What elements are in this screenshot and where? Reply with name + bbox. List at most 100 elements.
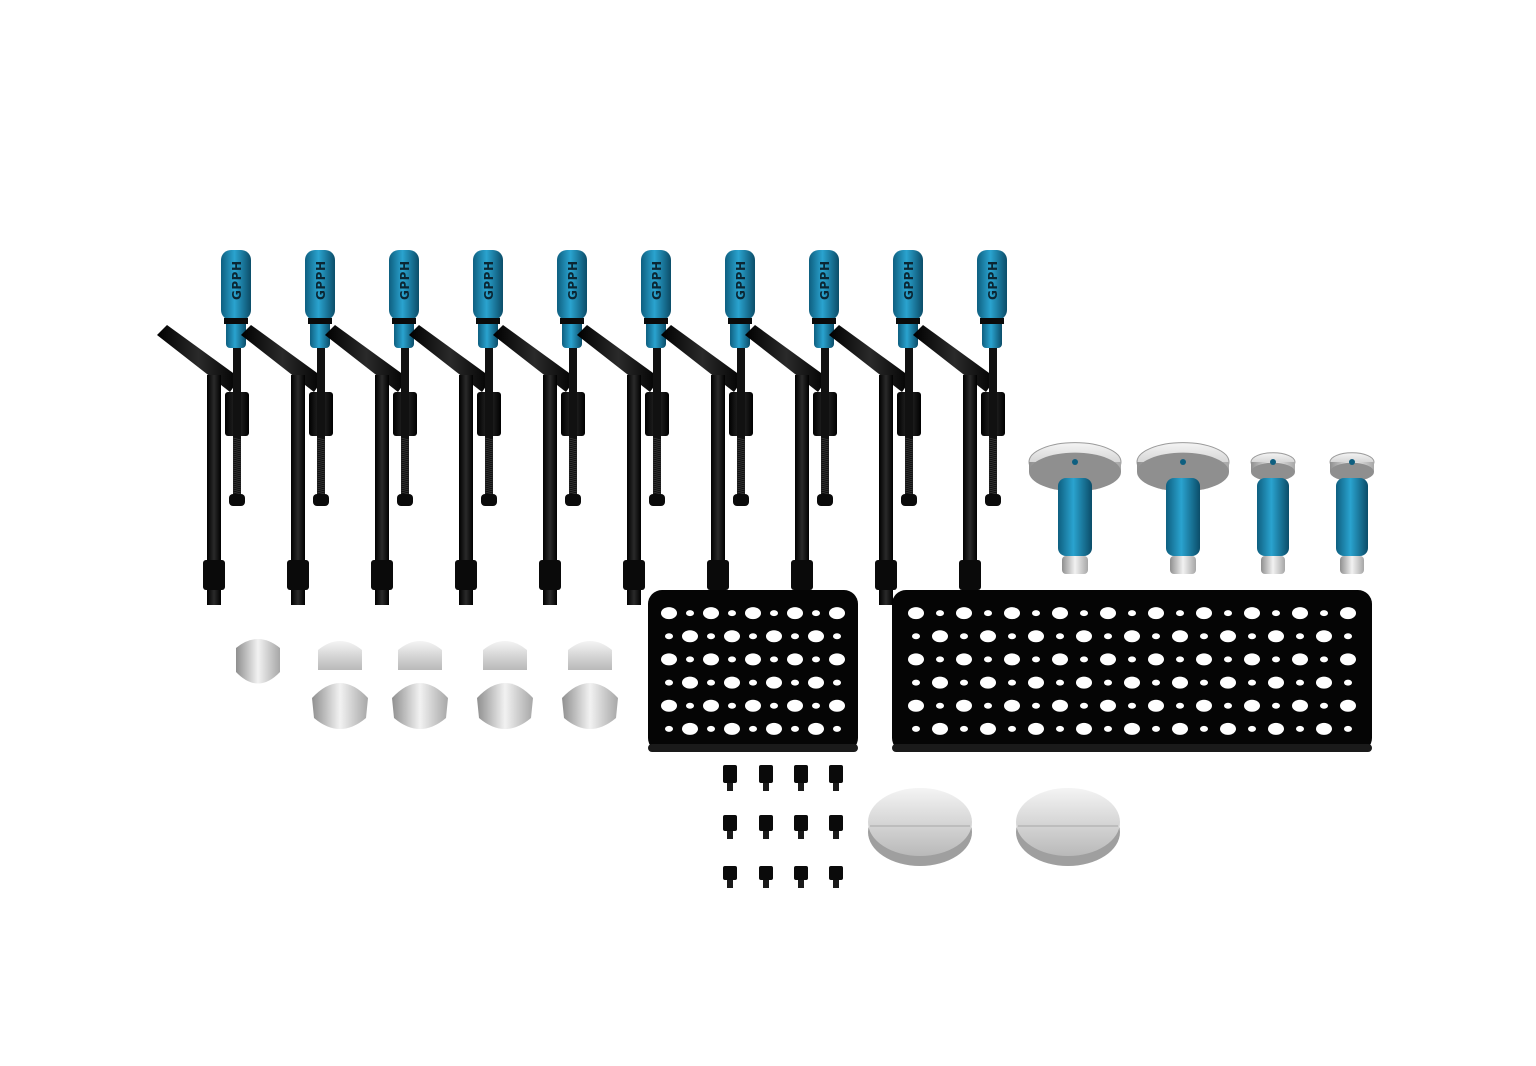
plate-hole xyxy=(1104,679,1112,686)
thread-line xyxy=(736,453,746,457)
thread-line xyxy=(400,491,410,495)
pin-sleeve xyxy=(1058,478,1092,556)
thread-line xyxy=(736,441,746,445)
plate-hole xyxy=(908,607,924,620)
thread-line xyxy=(904,441,914,445)
thread-line xyxy=(484,451,494,455)
plate-hole xyxy=(1268,630,1284,643)
thread-line xyxy=(652,441,662,445)
thread-line xyxy=(316,471,326,475)
plate-hole xyxy=(1200,633,1208,640)
thread-line xyxy=(652,469,662,473)
thread-line xyxy=(736,457,746,461)
pin-tip xyxy=(1062,556,1088,574)
thread-line xyxy=(652,463,662,467)
plate-hole xyxy=(932,722,948,735)
thread-line xyxy=(316,479,326,483)
clamp-post-collar xyxy=(287,560,309,590)
plate-hole xyxy=(1028,676,1044,689)
thread-line xyxy=(316,473,326,477)
thread-line xyxy=(820,473,830,477)
clamp-handle xyxy=(221,250,251,320)
thread-line xyxy=(316,445,326,449)
plate-hole xyxy=(1344,725,1352,732)
thread-line xyxy=(400,485,410,489)
thread-line xyxy=(232,485,242,489)
clamp-handle-ring xyxy=(476,318,500,324)
plate-hole xyxy=(1316,722,1332,735)
thread-line xyxy=(904,453,914,457)
plate-hole xyxy=(766,722,782,735)
thread-line xyxy=(484,485,494,489)
welding-clamp: GPPH xyxy=(661,250,755,605)
clamp-screw xyxy=(317,340,325,495)
clamp-handle xyxy=(641,250,671,320)
socket-bolt xyxy=(759,765,773,791)
thread-line xyxy=(652,483,662,487)
thread-line xyxy=(400,487,410,491)
plate-hole xyxy=(686,702,694,709)
thread-line xyxy=(568,443,578,447)
plate-hole xyxy=(956,653,972,666)
clamp-post xyxy=(627,375,641,605)
thread-line xyxy=(400,447,410,451)
welding-clamp: GPPH xyxy=(829,250,923,605)
thread-line xyxy=(820,441,830,445)
plate-hole xyxy=(1176,656,1184,663)
thread-line xyxy=(484,455,494,459)
plate-hole xyxy=(1268,722,1284,735)
thread-line xyxy=(736,479,746,483)
thread-line xyxy=(316,441,326,445)
socket-bolt xyxy=(794,815,808,839)
pin-sleeve xyxy=(1336,478,1368,556)
thread-line xyxy=(736,465,746,469)
thread-line xyxy=(400,471,410,475)
thread-line xyxy=(484,463,494,467)
clamp-foot xyxy=(313,494,329,506)
plate-hole xyxy=(1176,702,1184,709)
plate-hole xyxy=(707,679,715,686)
thread-line xyxy=(988,469,998,473)
clamp-post-collar xyxy=(539,560,561,590)
plate-hole xyxy=(1032,656,1040,663)
prism-block xyxy=(477,641,533,729)
thread-line xyxy=(988,449,998,453)
thread-line xyxy=(904,485,914,489)
plate-hole xyxy=(1320,702,1328,709)
clamp-post-collar xyxy=(959,560,981,590)
thread-line xyxy=(904,461,914,465)
thread-line xyxy=(484,439,494,443)
clamp-post-collar xyxy=(623,560,645,590)
plate-hole xyxy=(1200,679,1208,686)
clamp-post xyxy=(795,375,809,605)
plate-hole xyxy=(829,607,845,620)
clamp-foot xyxy=(649,494,665,506)
plate-hole xyxy=(829,653,845,666)
thread-line xyxy=(820,447,830,451)
clamp-screw xyxy=(737,340,745,495)
thread-line xyxy=(904,467,914,471)
plate-hole xyxy=(766,676,782,689)
plate-hole xyxy=(908,653,924,666)
plate-hole xyxy=(1008,679,1016,686)
thread-line xyxy=(316,489,326,493)
thread-line xyxy=(232,469,242,473)
thread-line xyxy=(820,439,830,443)
pin-head-shadow xyxy=(1251,462,1295,482)
thread-line xyxy=(232,439,242,443)
thread-line xyxy=(484,487,494,491)
clamp-foot xyxy=(397,494,413,506)
pin-tip xyxy=(1340,556,1364,574)
clamp-screw xyxy=(401,340,409,495)
thread-line xyxy=(484,477,494,481)
stop-pin-small xyxy=(1250,452,1296,574)
plate-hole xyxy=(1292,699,1308,712)
thread-line xyxy=(820,471,830,475)
plate-hole xyxy=(1320,610,1328,617)
plate-hole xyxy=(833,633,841,640)
clamp-handle-ring xyxy=(728,318,752,324)
clamp-handle xyxy=(389,250,419,320)
thread-line xyxy=(652,481,662,485)
